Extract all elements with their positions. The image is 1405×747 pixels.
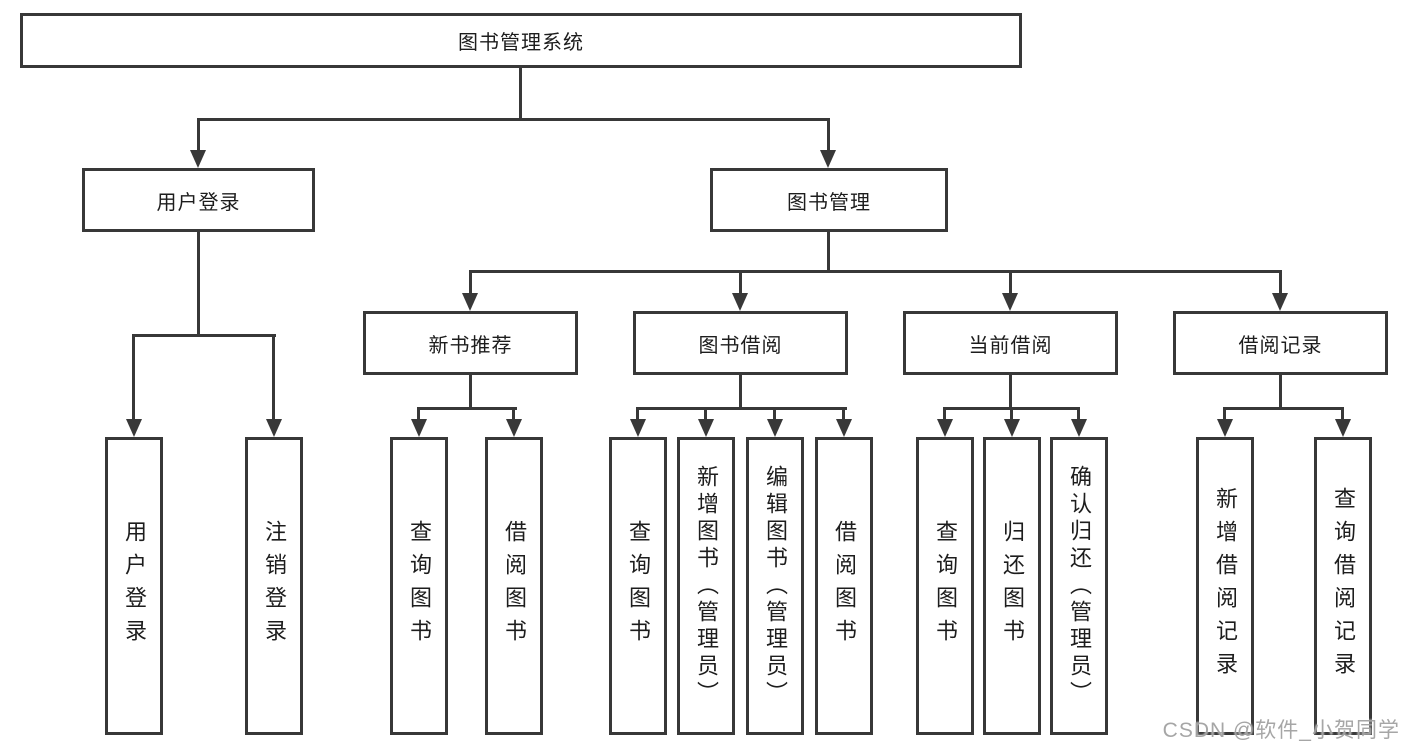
connector-arrow — [1004, 419, 1020, 437]
leaf-borrow-query-book: 查询图书 — [609, 437, 667, 735]
leaf-borrow-edit-book-admin: 编辑图书（管理员） — [746, 437, 804, 735]
leaf-records-add-record: 新增借阅记录 — [1196, 437, 1254, 735]
connector-arrow — [767, 419, 783, 437]
connector-arrow — [462, 293, 478, 311]
connector-arrow — [698, 419, 714, 437]
connector-line — [519, 68, 522, 118]
leaf-current-confirm-return-admin: 确认归还（管理员） — [1050, 437, 1108, 735]
connector-line — [469, 375, 472, 407]
connector-line — [827, 118, 830, 150]
connector-arrow — [732, 293, 748, 311]
node-user-login: 用户登录 — [82, 168, 315, 232]
connector-line — [1009, 270, 1012, 293]
connector-line — [827, 232, 830, 270]
connector-arrow — [411, 419, 427, 437]
connector-arrow — [1002, 293, 1018, 311]
connector-line — [1010, 407, 1013, 419]
connector-arrow — [1217, 419, 1233, 437]
node-new-book-recommend: 新书推荐 — [363, 311, 578, 375]
leaf-borrow-borrow-book: 借阅图书 — [815, 437, 873, 735]
node-borrowing-records: 借阅记录 — [1173, 311, 1388, 375]
connector-line — [943, 407, 946, 419]
connector-line — [1341, 407, 1344, 419]
node-book-management: 图书管理 — [710, 168, 948, 232]
leaf-records-query-record: 查询借阅记录 — [1314, 437, 1372, 735]
connector-line — [1279, 375, 1282, 407]
leaf-recommend-query-book: 查询图书 — [390, 437, 448, 735]
connector-line — [1223, 407, 1226, 419]
connector-line — [739, 270, 742, 293]
connector-line — [739, 375, 742, 407]
connector-line — [417, 407, 420, 419]
connector-line — [1279, 270, 1282, 293]
node-book-borrowing: 图书借阅 — [633, 311, 848, 375]
connector-line — [272, 334, 275, 419]
connector-line — [197, 118, 830, 121]
connector-line — [636, 407, 639, 419]
connector-line — [773, 407, 776, 419]
connector-line — [133, 334, 276, 337]
connector-line — [197, 232, 200, 334]
node-library-system: 图书管理系统 — [20, 13, 1022, 68]
connector-line — [469, 270, 1282, 273]
connector-line — [1009, 375, 1012, 407]
connector-line — [842, 407, 845, 419]
connector-line — [197, 118, 200, 150]
leaf-logout: 注销登录 — [245, 437, 303, 735]
leaf-recommend-borrow-book: 借阅图书 — [485, 437, 543, 735]
connector-arrow — [506, 419, 522, 437]
connector-line — [1223, 407, 1344, 410]
connector-arrow — [190, 150, 206, 168]
watermark: CSDN @软件_小贺同学 — [1162, 719, 1400, 742]
connector-arrow — [820, 150, 836, 168]
node-current-borrowing: 当前借阅 — [903, 311, 1118, 375]
leaf-current-query-book: 查询图书 — [916, 437, 974, 735]
connector-line — [636, 407, 847, 410]
connector-line — [512, 407, 515, 419]
connector-arrow — [266, 419, 282, 437]
connector-arrow — [126, 419, 142, 437]
connector-line — [132, 334, 135, 419]
leaf-current-return-book: 归还图书 — [983, 437, 1041, 735]
connector-arrow — [937, 419, 953, 437]
connector-arrow — [1272, 293, 1288, 311]
connector-arrow — [630, 419, 646, 437]
connector-line — [469, 270, 472, 293]
connector-arrow — [1335, 419, 1351, 437]
connector-arrow — [836, 419, 852, 437]
connector-line — [1077, 407, 1080, 419]
leaf-user-login: 用户登录 — [105, 437, 163, 735]
connector-arrow — [1071, 419, 1087, 437]
leaf-borrow-add-book-admin: 新增图书（管理员） — [677, 437, 735, 735]
connector-line — [417, 407, 517, 410]
connector-line — [704, 407, 707, 419]
